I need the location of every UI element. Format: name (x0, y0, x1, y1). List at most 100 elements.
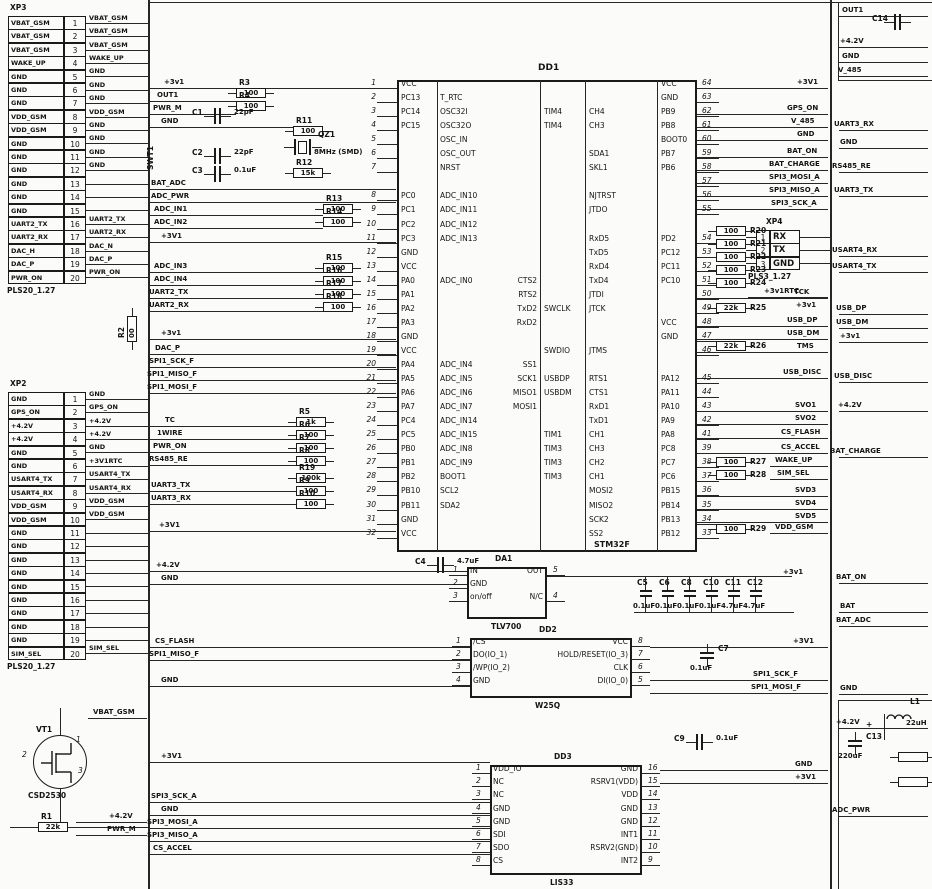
wire (839, 172, 928, 173)
dd1-port: VCC (661, 318, 677, 327)
wire (839, 583, 928, 584)
net-label: WAKE_UP (775, 456, 813, 464)
resistor-R18 (323, 302, 353, 312)
wire (150, 215, 323, 216)
resistor-ref: R13 (326, 194, 343, 203)
net-label: USB_DP (787, 316, 818, 324)
resistor-R7 (296, 443, 326, 453)
dd2-pin-name: /CS (473, 637, 486, 646)
dd1-port: PC4 (401, 416, 416, 425)
resistor-value: 100 (303, 431, 319, 439)
wire (697, 510, 719, 511)
wire (707, 659, 708, 667)
dd1-port: VCC (661, 79, 677, 88)
xp4-footer: PLS3_1.27 (748, 271, 792, 281)
dd1-pin-number: 25 (366, 429, 376, 438)
net-label: PWR_ON (153, 442, 187, 450)
dd2-pin-number: 6 (638, 662, 643, 671)
dd2-pin-name: CLK (613, 663, 628, 672)
wire (452, 659, 470, 660)
dd2-pin-number: 2 (456, 649, 461, 658)
dd1-port: PD2 (661, 234, 677, 243)
wire (150, 504, 296, 505)
wire-net-label: SIM_SEL (89, 644, 120, 652)
wire-net-label: UART2_RX (89, 228, 127, 236)
net-label: TMS (797, 342, 814, 350)
dd1-timer-label: TIM3 (544, 458, 563, 467)
resistor-ref: R20 (750, 226, 767, 235)
dd1-function: NJTRST (589, 191, 616, 200)
resistor-value: 100 (303, 457, 319, 465)
wire (86, 560, 148, 561)
wire (472, 826, 490, 827)
wire (839, 272, 928, 273)
wire (838, 80, 932, 81)
dd1-function: NRST (440, 163, 461, 172)
wire (326, 504, 334, 505)
wire (697, 424, 828, 425)
dd1-pin-number: 30 (366, 500, 376, 509)
xp2-pin-name: GND (8, 619, 64, 634)
dd1-port: GND (401, 332, 419, 341)
dd3-pin-number: 13 (648, 803, 658, 812)
wire (353, 281, 361, 282)
wire (697, 411, 828, 412)
wire (150, 272, 323, 273)
wire (547, 575, 565, 576)
wire (266, 106, 274, 107)
dd1-function2: CTS2 (517, 276, 537, 285)
wire (839, 728, 928, 729)
xp2-pin-number: 11 (64, 526, 86, 540)
dd1-pin-number: 29 (366, 485, 376, 494)
wire (323, 131, 331, 132)
resistor-R17 (323, 289, 353, 299)
wire (150, 298, 323, 299)
net-label: CS_FLASH (781, 428, 821, 436)
wire (839, 457, 928, 458)
dd1-pin-number: 37 (702, 471, 712, 480)
dd3-pin-number: 7 (476, 842, 481, 851)
wire (353, 222, 361, 223)
wire-net-label: USART4_TX (89, 470, 131, 478)
crystal-plate (294, 139, 296, 155)
wire (326, 478, 334, 479)
wire (697, 524, 719, 525)
wire (697, 522, 828, 523)
resistor-value: 100k (301, 474, 321, 482)
xp3-pin-number: 11 (64, 150, 86, 164)
dd1-function: CTS1 (589, 388, 609, 397)
wire (660, 770, 828, 771)
wire (86, 197, 148, 198)
wire (657, 80, 658, 552)
xp2-pin-name: GND (8, 552, 64, 567)
dd1-function: MISO2 (589, 501, 614, 510)
wire (86, 640, 148, 641)
wire (150, 101, 236, 102)
wire (377, 102, 397, 103)
wire (377, 200, 397, 201)
wire (697, 352, 828, 353)
net-label: SPI3_MOSI_A (147, 818, 198, 826)
dd1-port: PA6 (401, 388, 415, 397)
dd1-function: SCK2 (589, 515, 609, 524)
dd1-port: PA10 (661, 402, 680, 411)
wire (884, 22, 894, 23)
net-label: GND (842, 52, 860, 60)
xp3-pin-number: 8 (64, 109, 86, 124)
dd3-pin-name: RSRV1(VDD) (590, 777, 638, 786)
wire (746, 308, 754, 309)
dd1-port: PB9 (661, 107, 676, 116)
wire (86, 23, 148, 24)
dd1-function: TxD1 (589, 416, 609, 425)
capacitor-plate (640, 590, 652, 592)
capacitor-plate (899, 14, 901, 30)
wire (86, 237, 148, 238)
dd1-pin-number: 33 (702, 528, 712, 537)
wire (746, 270, 754, 271)
xp3-pin-number: 3 (64, 42, 86, 57)
xp3-pin-name: VDD_GSM (8, 123, 64, 138)
wire (150, 465, 296, 466)
dd2-pin-number: 5 (638, 675, 643, 684)
crystal-value: 8MHz (SMD) (314, 148, 363, 156)
wire (855, 732, 856, 740)
